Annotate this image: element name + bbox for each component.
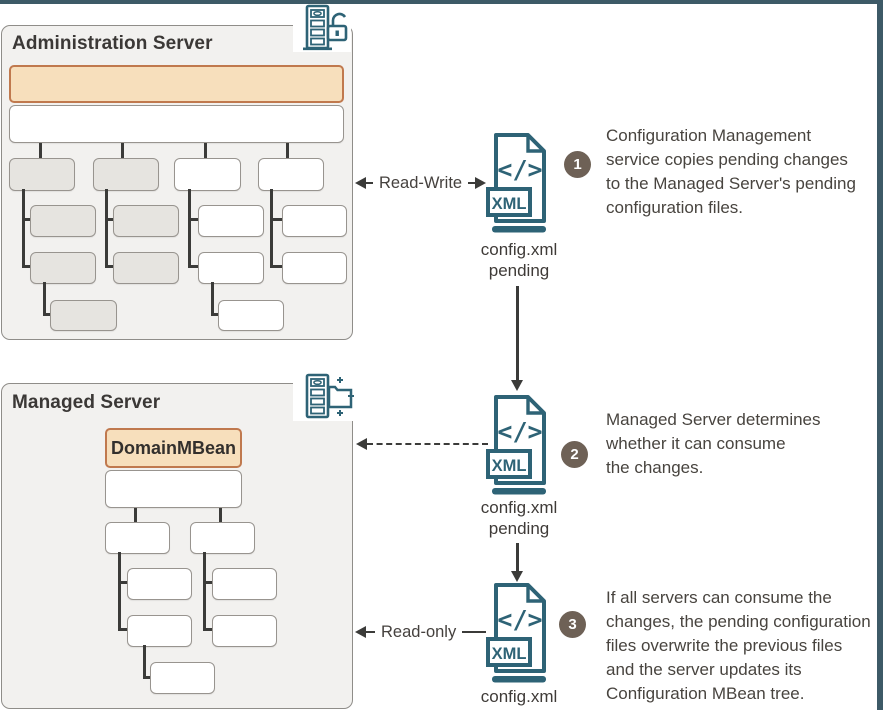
mbean-node	[127, 615, 192, 647]
page-border-right	[877, 0, 883, 710]
tree-connector	[188, 218, 200, 221]
tree-connector	[211, 313, 220, 316]
mbean-node	[282, 252, 347, 284]
step-text: If all servers can consume the changes, …	[606, 588, 871, 703]
code-glyph: </>	[497, 155, 542, 184]
tree-connector	[105, 265, 115, 268]
tree-connector	[188, 189, 191, 268]
flow-arrow-down	[516, 286, 519, 381]
mbean-node	[212, 568, 277, 600]
mbean-node	[30, 205, 96, 237]
mbean-node	[190, 522, 255, 554]
mbean-node	[258, 158, 324, 191]
tree-connector	[39, 143, 42, 158]
tree-connector	[143, 645, 146, 678]
mbean-node	[150, 662, 215, 694]
tree-connector	[22, 265, 32, 268]
tree-connector	[203, 552, 206, 631]
arrow-left-icon	[355, 177, 366, 189]
tree-connector	[270, 218, 284, 221]
tree-connector	[286, 143, 289, 158]
tree-connector	[270, 265, 284, 268]
arrow-down-icon	[511, 571, 523, 582]
read-write-label: Read-Write	[378, 173, 463, 192]
tree-connector	[121, 143, 124, 158]
xml-file-icon: </> XML	[486, 583, 546, 683]
read-write-connector: Read-Write	[355, 171, 487, 195]
mbean-node	[50, 300, 117, 331]
mbean-node	[93, 158, 159, 191]
mbean-node	[113, 252, 179, 284]
dashed-connector	[356, 437, 488, 450]
tree-connector	[143, 676, 151, 679]
xml-format-label: XML	[492, 195, 527, 213]
tree-connector	[211, 282, 214, 315]
read-only-label: Read-only	[381, 622, 457, 641]
tree-connector	[219, 508, 222, 522]
tree-connector	[270, 189, 273, 268]
mbean-node	[212, 615, 277, 647]
mbean-node	[282, 205, 347, 237]
tree-connector	[43, 313, 52, 316]
mbean-node	[174, 158, 241, 191]
file-name-label: config.xml pending	[480, 498, 558, 538]
step-badge: 3	[559, 611, 586, 638]
admin-server-title: Administration Server	[12, 33, 213, 54]
mbean-node	[9, 105, 344, 143]
arrow-left-icon	[355, 626, 366, 638]
step-badge: 1	[564, 151, 591, 178]
file-name-label: config.xml	[480, 687, 558, 706]
tree-connector	[134, 508, 137, 522]
mbean-node	[30, 252, 96, 284]
mbean-node	[218, 300, 284, 331]
xml-file-icon: </> XML	[486, 395, 546, 495]
page-border-top	[0, 0, 883, 4]
xml-file-icon: </> XML	[486, 133, 546, 233]
server-unlocked-icon	[293, 4, 351, 52]
tree-connector	[118, 628, 129, 631]
mbean-node	[105, 522, 170, 554]
tree-connector	[204, 143, 207, 158]
mbean-node	[113, 205, 179, 237]
code-glyph: </>	[497, 605, 542, 634]
step-text: Configuration Management service copies …	[606, 126, 856, 217]
server-sync-icon	[293, 371, 355, 421]
tree-connector	[105, 218, 115, 221]
xml-format-label: XML	[492, 645, 527, 663]
step-badge: 2	[561, 441, 588, 468]
tree-connector	[118, 581, 129, 584]
read-only-connector: Read-only	[355, 620, 486, 644]
arrow-right-icon	[475, 177, 487, 189]
mbean-node	[105, 470, 242, 508]
tree-connector	[203, 628, 214, 631]
tree-connector	[22, 189, 25, 268]
tree-connector	[43, 282, 46, 315]
flow-arrow-down	[516, 543, 519, 573]
mbean-node	[127, 568, 192, 600]
mbean-node	[9, 158, 75, 191]
step-text: Managed Server determines whether it can…	[606, 410, 821, 477]
file-name-label: config.xml pending	[480, 240, 558, 280]
tree-connector	[22, 218, 32, 221]
arrow-left-icon	[356, 437, 367, 450]
tree-connector	[203, 581, 214, 584]
admin-root-mbean-bar	[9, 65, 344, 103]
managed-server-title: Managed Server	[12, 392, 161, 413]
tree-connector	[105, 189, 108, 268]
arrow-down-icon	[511, 380, 523, 391]
code-glyph: </>	[497, 417, 542, 446]
xml-format-label: XML	[492, 457, 527, 475]
tree-connector	[118, 552, 121, 631]
tree-connector	[188, 265, 200, 268]
domain-mbean-node: DomainMBean	[105, 428, 242, 468]
mbean-node	[198, 252, 264, 284]
mbean-node	[198, 205, 264, 237]
